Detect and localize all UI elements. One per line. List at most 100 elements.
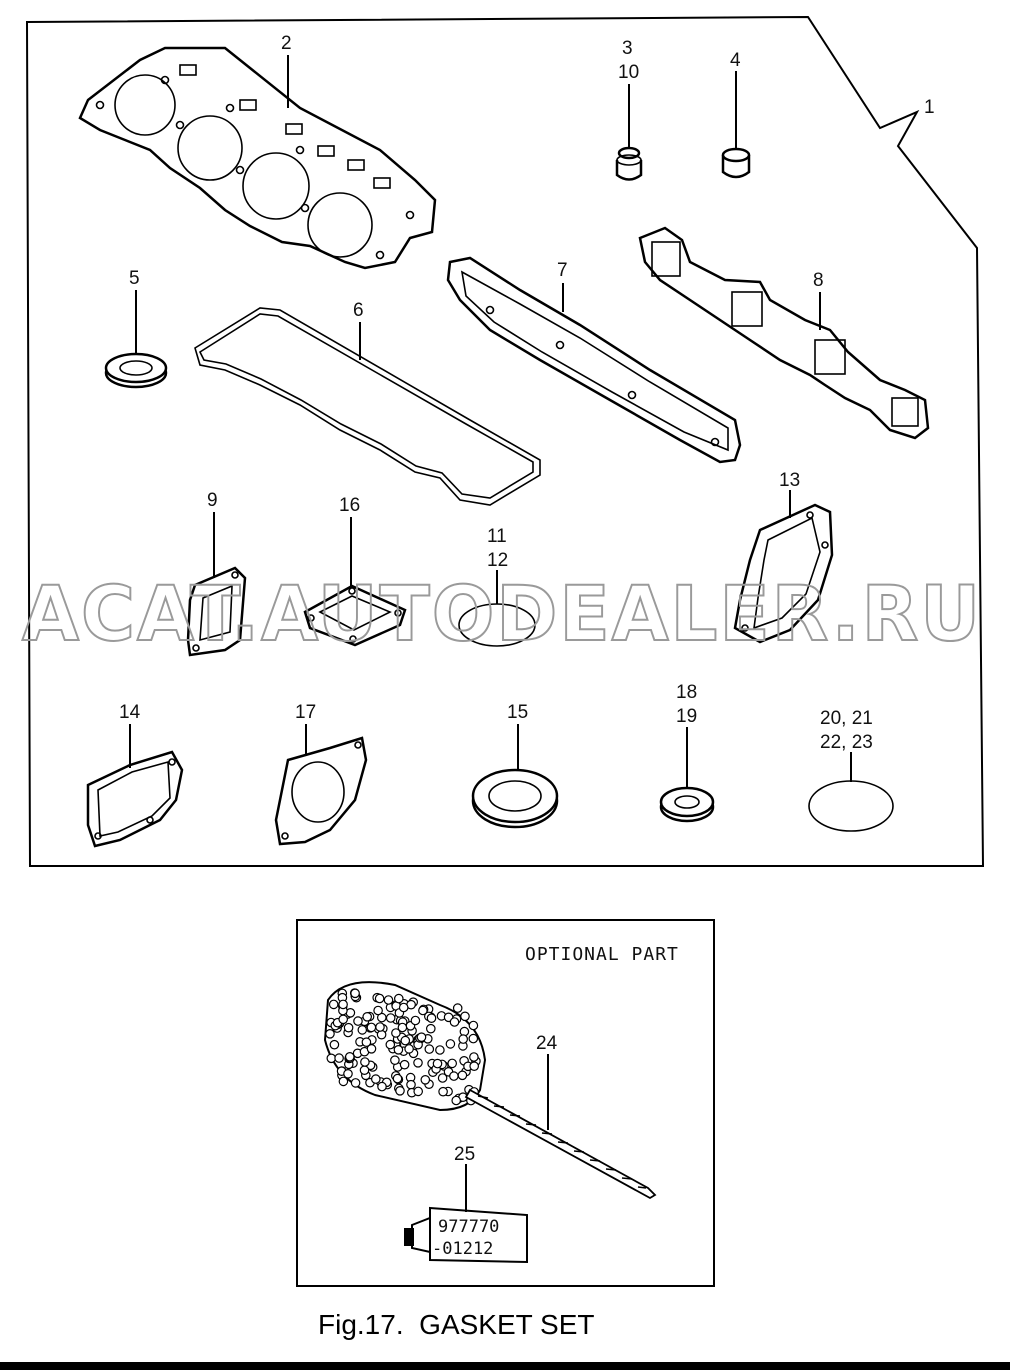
bristle-dot <box>404 1044 414 1054</box>
water-pump-gasket <box>733 503 834 644</box>
bristle-dot <box>400 1035 411 1046</box>
bristle-dot <box>435 1045 445 1055</box>
callout-19: 19 <box>676 706 697 727</box>
bristle-dot <box>469 1052 479 1062</box>
bristle-dot <box>398 1002 409 1013</box>
bristle-dot <box>399 1059 410 1070</box>
tube-text-line1: 977770 <box>438 1217 499 1237</box>
bristle-dot <box>410 1015 421 1026</box>
valve-stem-seal <box>615 146 643 181</box>
bristle-dot <box>438 1086 448 1097</box>
bristle-dot <box>457 1070 468 1081</box>
callout-3: 3 <box>622 38 633 59</box>
bristle-dot <box>426 1013 437 1023</box>
bristle-dot <box>359 1065 370 1075</box>
washer-18-19 <box>659 786 715 823</box>
bristle-dot <box>393 1045 404 1055</box>
bristle-dot <box>392 1073 403 1084</box>
bristle-dot <box>385 1039 396 1050</box>
bristle-dot <box>328 999 339 1010</box>
bristle-dot <box>370 1074 381 1084</box>
valve-seal <box>721 147 751 179</box>
main-panel-outline <box>25 15 985 867</box>
bristle-dot <box>447 1058 457 1069</box>
gasket-14 <box>86 750 184 848</box>
exhaust-manifold-gasket <box>638 226 930 440</box>
washer-15 <box>471 768 559 829</box>
bristle-dot <box>343 1022 354 1033</box>
callout-22-23: 22, 23 <box>820 732 873 753</box>
bristle-dot <box>452 1003 463 1013</box>
bristle-dot <box>413 1058 423 1068</box>
callout-25: 25 <box>454 1144 475 1165</box>
callout-4: 4 <box>730 50 741 71</box>
callout-1: 1 <box>924 97 935 118</box>
bristle-dot <box>418 1005 428 1016</box>
cylinder-hone-brush <box>323 981 657 1200</box>
bristle-dot <box>383 995 394 1005</box>
callout-labels: 1 2 3 10 4 5 6 7 8 9 16 11 12 13 14 17 1… <box>119 33 935 753</box>
bristle-dot <box>395 1086 405 1096</box>
bristle-dot <box>385 1013 396 1023</box>
optional-part-box <box>296 919 715 1287</box>
callout-20-21: 20, 21 <box>820 708 873 729</box>
cylinder-head-gasket <box>78 46 437 270</box>
head-cover-gasket <box>194 307 541 506</box>
callout-12: 12 <box>487 550 508 571</box>
bristle-dot <box>366 1044 377 1054</box>
bristle-dot <box>460 1011 470 1022</box>
bristle-dot <box>425 1023 436 1034</box>
bristle-dot <box>449 1071 459 1081</box>
bristle-dot <box>397 1022 408 1033</box>
bristle-dot <box>458 1034 468 1044</box>
callout-11: 11 <box>487 526 507 547</box>
bristle-dot <box>375 1022 385 1032</box>
callout-2: 2 <box>281 33 292 54</box>
bristle-dot <box>325 1029 335 1039</box>
square-gasket-16 <box>303 584 407 647</box>
bristle-dot <box>338 1014 348 1025</box>
tube-text-line2: -01212 <box>432 1239 493 1259</box>
bristle-dot <box>329 1039 340 1050</box>
gasket-17 <box>274 736 368 846</box>
sealant-tube: 977770 -01212 <box>404 1206 528 1264</box>
callout-9: 9 <box>207 490 218 511</box>
bristle-dot <box>343 1069 353 1079</box>
seal-washer <box>104 352 168 389</box>
callout-10: 10 <box>618 62 639 83</box>
bristle-dot <box>451 1095 461 1106</box>
watermark-text: ACAT.AUTODEALER.RU <box>22 569 982 658</box>
callout-15: 15 <box>507 702 528 723</box>
o-ring-20-23 <box>808 780 894 832</box>
callout-14: 14 <box>119 702 141 723</box>
intake-manifold-gasket <box>446 256 742 464</box>
bristle-dot <box>338 999 348 1010</box>
callout-24: 24 <box>536 1033 558 1054</box>
bristle-dot <box>338 1076 349 1087</box>
bristle-dot <box>353 1016 363 1026</box>
bristle-dot <box>406 1079 416 1090</box>
bristle-dot <box>413 1086 423 1097</box>
callout-17: 17 <box>295 702 316 723</box>
bristle-dot <box>432 1058 443 1069</box>
bristle-dot <box>449 1017 460 1027</box>
callout-13: 13 <box>779 470 800 491</box>
bristle-dot <box>334 1053 344 1063</box>
callout-8: 8 <box>813 270 824 291</box>
bristle-dot <box>468 1033 479 1044</box>
bristle-dot <box>350 1078 361 1088</box>
bristle-dot <box>445 1039 456 1049</box>
bristle-dot <box>424 1044 435 1054</box>
bristle-dot <box>366 1022 377 1033</box>
bristle-dot <box>393 993 404 1004</box>
bristle-dot <box>373 1005 383 1016</box>
bristle-dot <box>468 1020 479 1031</box>
callout-5: 5 <box>129 268 140 289</box>
bristle-dot <box>376 1029 387 1040</box>
bristle-dot <box>350 988 360 999</box>
callout-18: 18 <box>676 682 697 703</box>
bristle-dot <box>391 1028 401 1038</box>
bristle-dot <box>377 1081 387 1092</box>
callout-6: 6 <box>353 300 364 321</box>
